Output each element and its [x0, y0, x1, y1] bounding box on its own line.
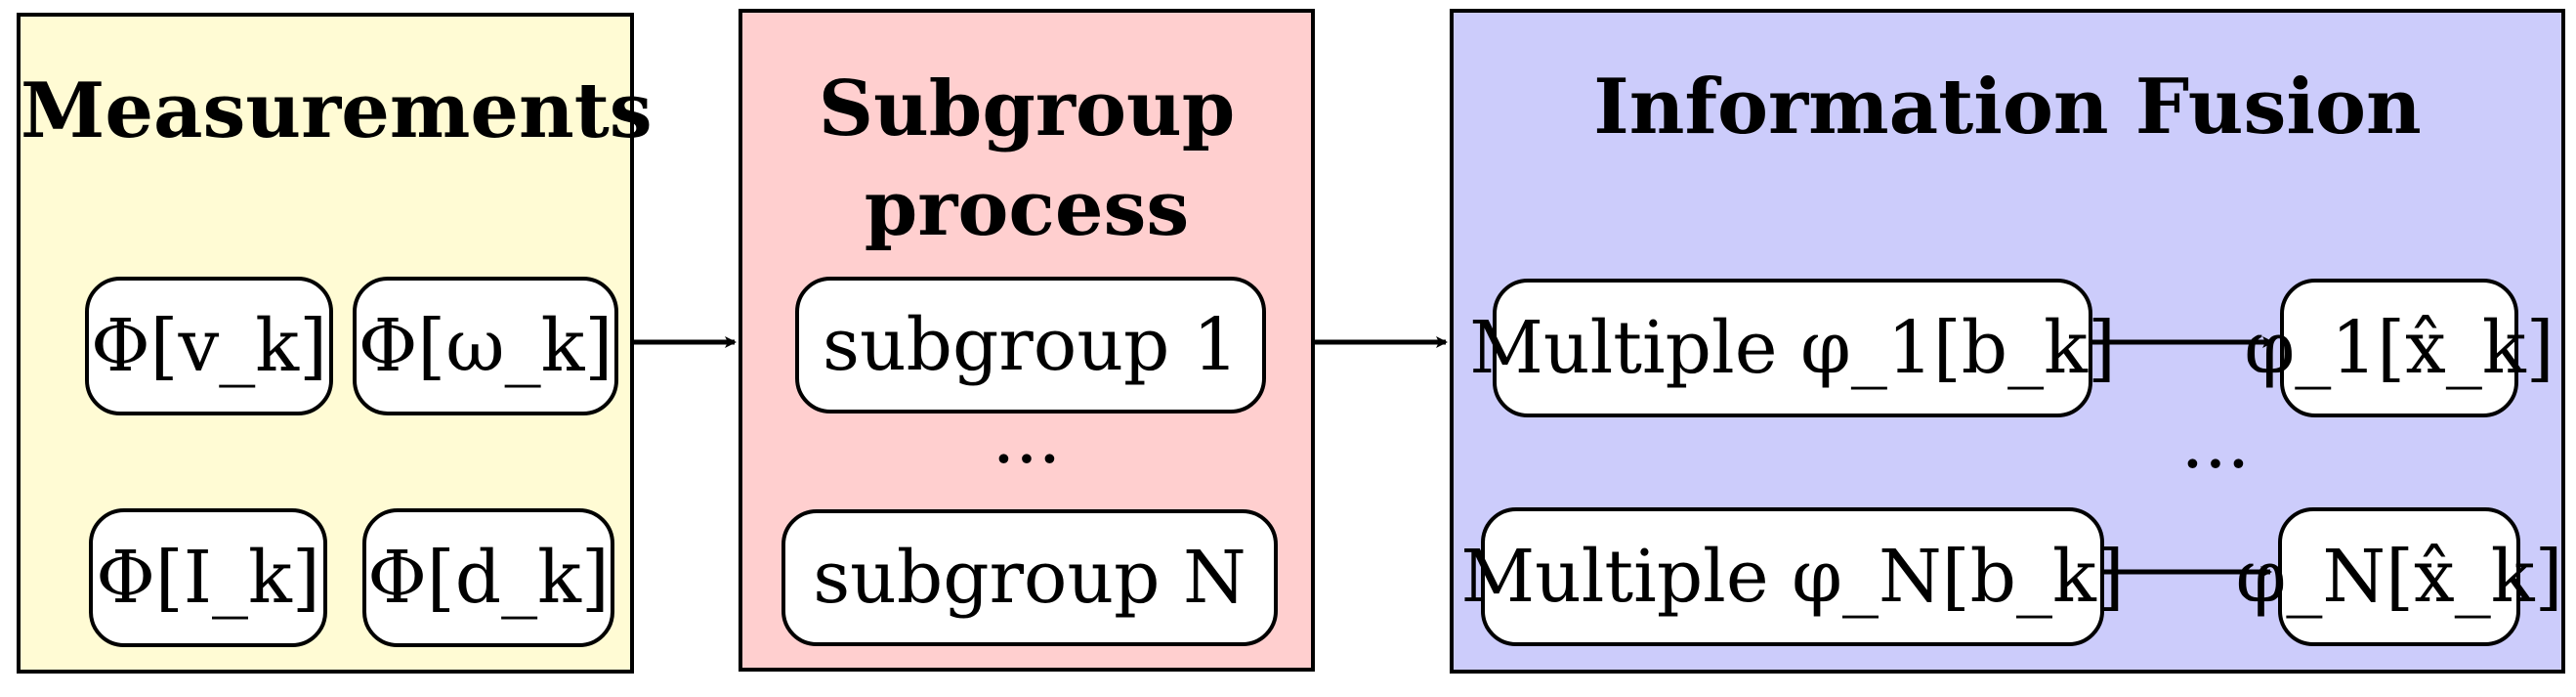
- node-phi-d: Φ[d_k]: [362, 508, 614, 647]
- node-subgroup-first-label: subgroup 1: [823, 303, 1239, 387]
- node-phi-omega-label: Φ[ω_k]: [358, 304, 613, 388]
- node-phi-d-label: Φ[d_k]: [367, 536, 610, 620]
- node-phi-v: Φ[v_k]: [85, 277, 333, 415]
- measurements-panel: Measurements Φ[v_k] Φ[ω_k] Φ[I_k] Φ[d_k]: [17, 13, 653, 674]
- node-output-first: φ_1[x̂_k]: [2244, 279, 2555, 417]
- node-subgroup-last: subgroup N: [781, 509, 1278, 646]
- node-phi-v-label: Φ[v_k]: [90, 304, 328, 388]
- node-output-first-label: φ_1[x̂_k]: [2244, 306, 2555, 390]
- subgroup-panel: Subgroup process subgroup 1 ··· subgroup…: [739, 9, 1315, 672]
- fusion-ellipsis: ···: [2180, 422, 2251, 506]
- node-multiple-last-label: Multiple φ_N[b_k]: [1460, 535, 2125, 619]
- node-multiple-first-label: Multiple φ_1[b_k]: [1469, 306, 2116, 390]
- node-subgroup-last-label: subgroup N: [813, 536, 1246, 620]
- subgroup-title-line1: Subgroup: [818, 65, 1236, 153]
- node-phi-i-label: Φ[I_k]: [96, 536, 320, 620]
- fusion-panel: Information Fusion Multiple φ_1[b_k] Mul…: [1450, 9, 2565, 674]
- node-subgroup-first: subgroup 1: [795, 277, 1266, 414]
- node-phi-omega: Φ[ω_k]: [353, 277, 618, 415]
- measurements-title: Measurements: [21, 66, 653, 155]
- node-output-last: φ_N[x̂_k]: [2236, 507, 2562, 646]
- fusion-title: Information Fusion: [1593, 63, 2422, 152]
- node-output-last-label: φ_N[x̂_k]: [2235, 535, 2563, 619]
- subgroup-ellipsis: ···: [992, 417, 1062, 501]
- subgroup-title-line2: process: [864, 164, 1190, 253]
- node-phi-i: Φ[I_k]: [89, 508, 327, 647]
- node-multiple-first: Multiple φ_1[b_k]: [1469, 279, 2116, 417]
- node-multiple-last: Multiple φ_N[b_k]: [1460, 507, 2125, 646]
